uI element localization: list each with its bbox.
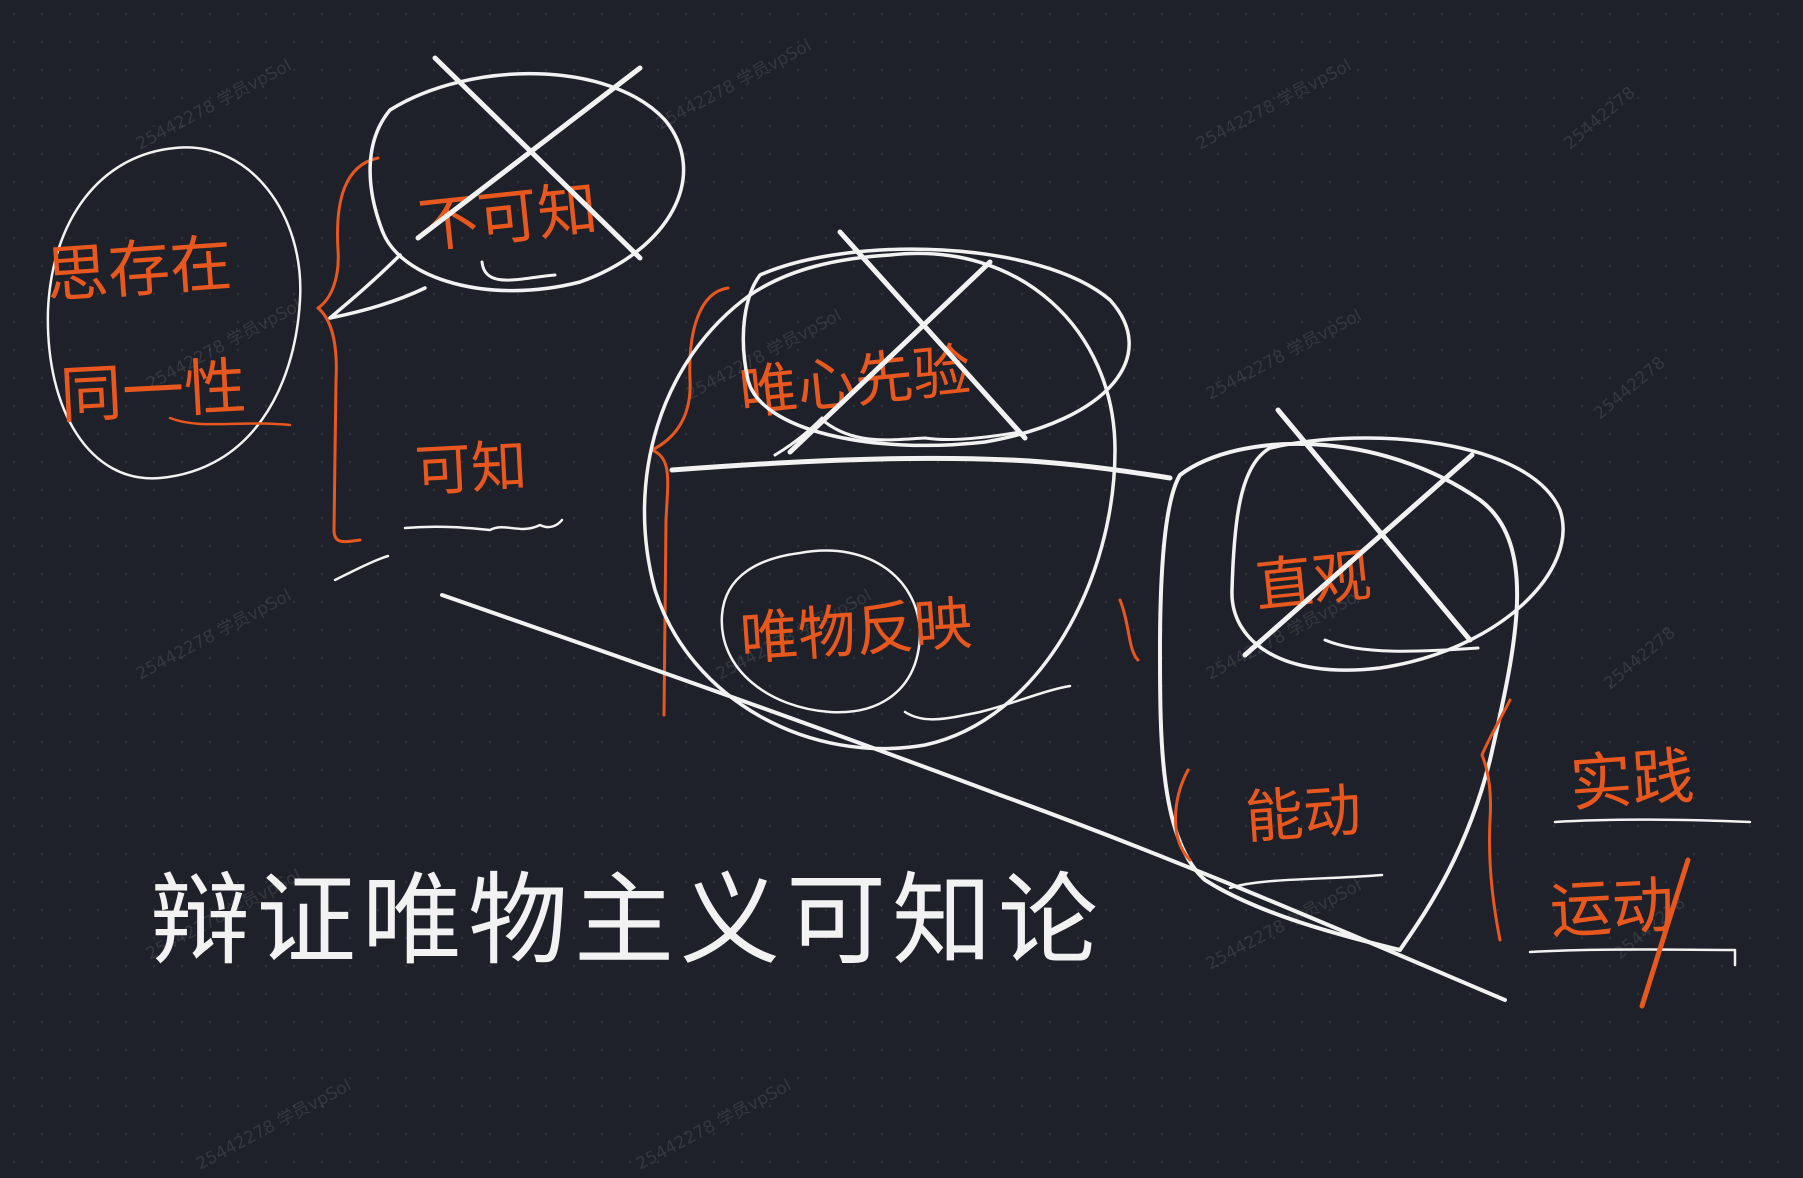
unknowable-cross-stroke-b xyxy=(415,65,643,241)
watermark-text: 25442278 学员vpSol xyxy=(133,586,295,685)
diagonal-baseline-stroke xyxy=(440,593,1507,1002)
existence-circle-stroke xyxy=(46,146,302,480)
unknowable-underline-stroke xyxy=(480,260,557,282)
intuitive-label: 直观 xyxy=(1252,541,1374,621)
watermark-text: 25442278 学员vpSol xyxy=(193,1076,355,1175)
movement-underline-stroke xyxy=(1528,948,1737,967)
summary-title: 辩证唯物主义可知论 xyxy=(150,862,1104,979)
intuitive-underline-stroke xyxy=(1323,638,1480,653)
knowable-tick-stroke xyxy=(333,554,390,582)
movement-slash-stroke xyxy=(1639,857,1691,1009)
watermark-text: 25442278 xyxy=(1590,353,1669,424)
practice-underline-stroke xyxy=(1553,818,1752,824)
watermark-text: 25442278 xyxy=(1560,83,1639,154)
note-knowable: 可知 xyxy=(333,286,730,717)
watermark-text: 25442278 学员vpSol xyxy=(653,36,815,135)
watermark-text: 25442278 学员vpSol xyxy=(133,56,295,155)
intuitive-cross-stroke-a xyxy=(1275,407,1473,643)
knowable-underline-stroke xyxy=(403,518,564,532)
right-loop-stroke xyxy=(1158,441,1520,952)
reflection-tail-stroke xyxy=(1118,598,1140,662)
unknowable-cross-stroke-a xyxy=(432,55,643,261)
speech-bubble-tail-stroke xyxy=(328,253,427,320)
reflection-underline-stroke xyxy=(903,684,1072,721)
watermark-text: 25442278 学员vpSol xyxy=(633,1076,795,1175)
divider-stroke xyxy=(669,455,1173,481)
practice-label: 实践 xyxy=(1568,739,1697,820)
note-unknowable: 不可知 xyxy=(328,55,686,320)
dynamic-label: 能动 xyxy=(1243,776,1363,852)
note-intuitive-dynamic: 直观 能动 xyxy=(1158,407,1565,952)
note-practice-movement: 实践 运动 xyxy=(1528,739,1752,1009)
middle-brace-stroke xyxy=(650,286,730,717)
innate-ellipse-stroke xyxy=(741,247,1131,448)
right-brace-stroke xyxy=(1174,768,1192,862)
unknowable-ellipse-stroke xyxy=(368,72,686,293)
reflection-small-circle-stroke xyxy=(720,549,922,714)
intuitive-cross-stroke-b xyxy=(1242,452,1475,658)
reflection-label: 唯物反映 xyxy=(738,589,974,673)
right-outer-brace-stroke xyxy=(1480,698,1512,942)
knowable-label: 可知 xyxy=(413,434,528,505)
existence-label-line2: 同一性 xyxy=(58,350,248,433)
dynamic-underline-stroke xyxy=(1228,873,1384,890)
existence-underline-stroke xyxy=(168,416,292,427)
innate-cross-stroke-b xyxy=(787,259,993,455)
innate-hook-stroke xyxy=(773,416,824,457)
existence-label-line1: 思存在 xyxy=(44,226,235,312)
note-innate-reflection: 唯心先验 唯物反映 xyxy=(642,229,1173,751)
innate-underline-stroke xyxy=(823,420,1022,442)
movement-label: 运动 xyxy=(1548,868,1676,947)
note-existence-identity: 思存在 同一性 xyxy=(44,146,380,544)
big-circle-stroke xyxy=(642,251,1117,751)
watermark-text: 25442278 xyxy=(1600,623,1679,694)
watermark-text: 25442278 学员vpSol xyxy=(1193,56,1355,155)
watermark-text: 25442278 学员vpSol xyxy=(1203,306,1365,405)
innate-cross-stroke-a xyxy=(837,229,1028,441)
left-brace-stroke xyxy=(316,156,380,544)
